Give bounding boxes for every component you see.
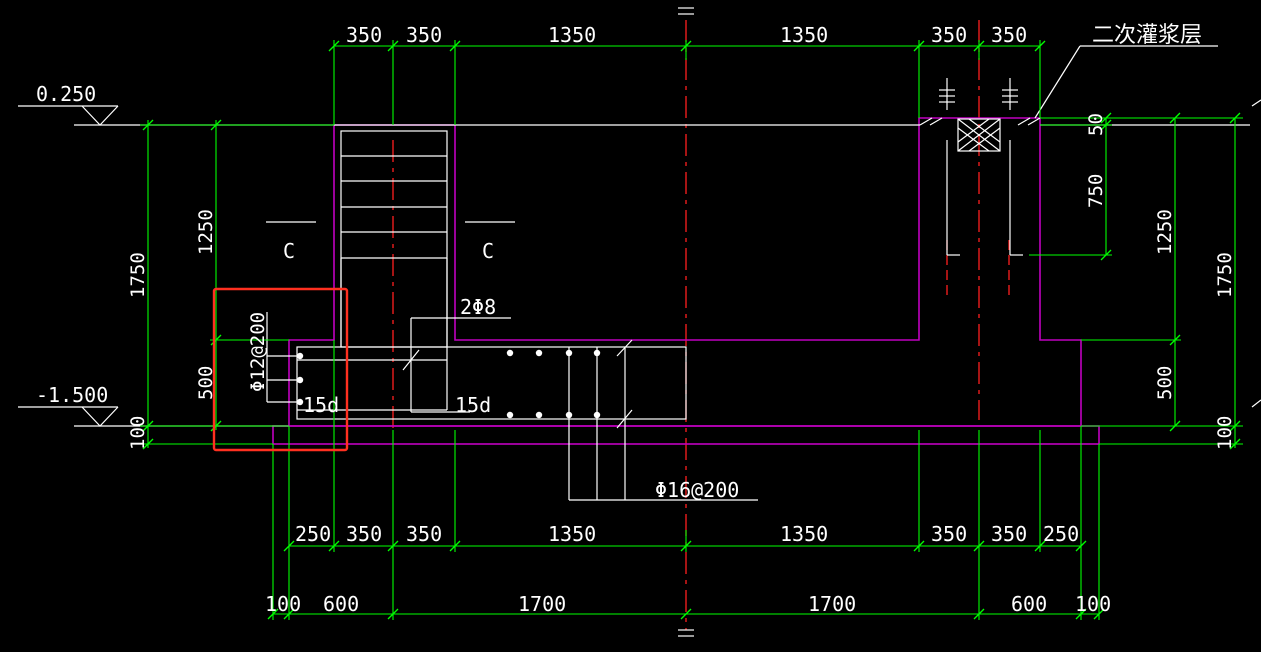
top-dim-5: 350 — [931, 23, 967, 47]
bottom-outer-dim-2: 600 — [323, 592, 359, 616]
top-dim-3: 1350 — [548, 23, 596, 47]
section-c-right: C — [482, 239, 494, 263]
right-dim-50: 50 — [1085, 113, 1107, 136]
bottom-outer-dim-4: 1700 — [808, 592, 856, 616]
bottom-inner-dim-5: 1350 — [780, 522, 828, 546]
rebar-bottom-label: Φ16@200 — [655, 478, 739, 502]
left-dim-1750: 1750 — [127, 252, 149, 298]
grout-layer-label: 二次灌浆层 — [1092, 23, 1202, 48]
rebar-top-label: 2Φ8 — [460, 295, 496, 319]
bottom-outer-dim-5: 600 — [1011, 592, 1047, 616]
bottom-inner-dim-1: 250 — [295, 522, 331, 546]
foundation-outline — [288, 117, 1082, 427]
highlight-box[interactable] — [212, 287, 349, 452]
bottom-inner-dim-7: 350 — [991, 522, 1027, 546]
bottom-inner-dim-6: 350 — [931, 522, 967, 546]
bottom-outer-dim-3: 1700 — [518, 592, 566, 616]
elevation-top: 0.250 — [36, 82, 96, 106]
centerline-symbols — [678, 7, 694, 637]
rebar-dots — [296, 349, 601, 419]
left-dim-1250: 1250 — [195, 209, 217, 255]
left-dim-100: 100 — [127, 416, 149, 450]
bottom-outer-dimension-labels: 100 600 1700 1700 600 100 — [265, 592, 1111, 616]
bottom-inner-dim-4: 1350 — [548, 522, 596, 546]
right-dim-1250: 1250 — [1154, 209, 1176, 255]
elevation-labels: 0.250 -1.500 — [36, 82, 108, 407]
top-dimension-labels: 350 350 1350 1350 350 350 — [346, 23, 1027, 47]
left-dim-500: 500 — [195, 366, 217, 400]
right-dim-100: 100 — [1214, 416, 1236, 450]
top-dim-2: 350 — [406, 23, 442, 47]
right-dim-1750: 1750 — [1214, 252, 1236, 298]
cushion-outline — [272, 425, 1100, 445]
rebar-vertical-label: Φ12@200 — [247, 312, 269, 392]
white-linework — [18, 45, 1261, 501]
bottom-outer-dim-6: 100 — [1075, 592, 1111, 616]
bottom-inner-dim-8: 250 — [1043, 522, 1079, 546]
right-dim-500: 500 — [1154, 366, 1176, 400]
top-dim-4: 1350 — [780, 23, 828, 47]
base-rebar-cage — [296, 346, 687, 420]
right-vertical-dimension-labels: 50 750 1250 1750 500 100 — [1085, 113, 1236, 450]
right-dim-750: 750 — [1085, 174, 1107, 208]
dimension-ticks — [142, 40, 1241, 620]
anchor-right-label: 15d — [455, 393, 491, 417]
left-vertical-dimension-labels: 1750 1250 500 100 — [127, 209, 217, 450]
elevation-bottom: -1.500 — [36, 383, 108, 407]
bottom-inner-dim-3: 350 — [406, 522, 442, 546]
top-dim-6: 350 — [991, 23, 1027, 47]
annotation-labels: C C 2Φ8 Φ12@200 Φ16@200 15d 15d 二次灌浆层 — [247, 23, 1202, 502]
grout-pocket — [957, 118, 1001, 152]
anchor-left-label: 15d — [303, 393, 339, 417]
bottom-inner-dimension-labels: 250 350 350 1350 1350 350 350 250 — [295, 522, 1079, 546]
top-dim-1: 350 — [346, 23, 382, 47]
bottom-inner-dim-2: 350 — [346, 522, 382, 546]
bottom-outer-dim-1: 100 — [265, 592, 301, 616]
section-c-left: C — [283, 239, 295, 263]
centerlines — [392, 20, 1010, 630]
column-rebar-cage — [340, 130, 448, 348]
